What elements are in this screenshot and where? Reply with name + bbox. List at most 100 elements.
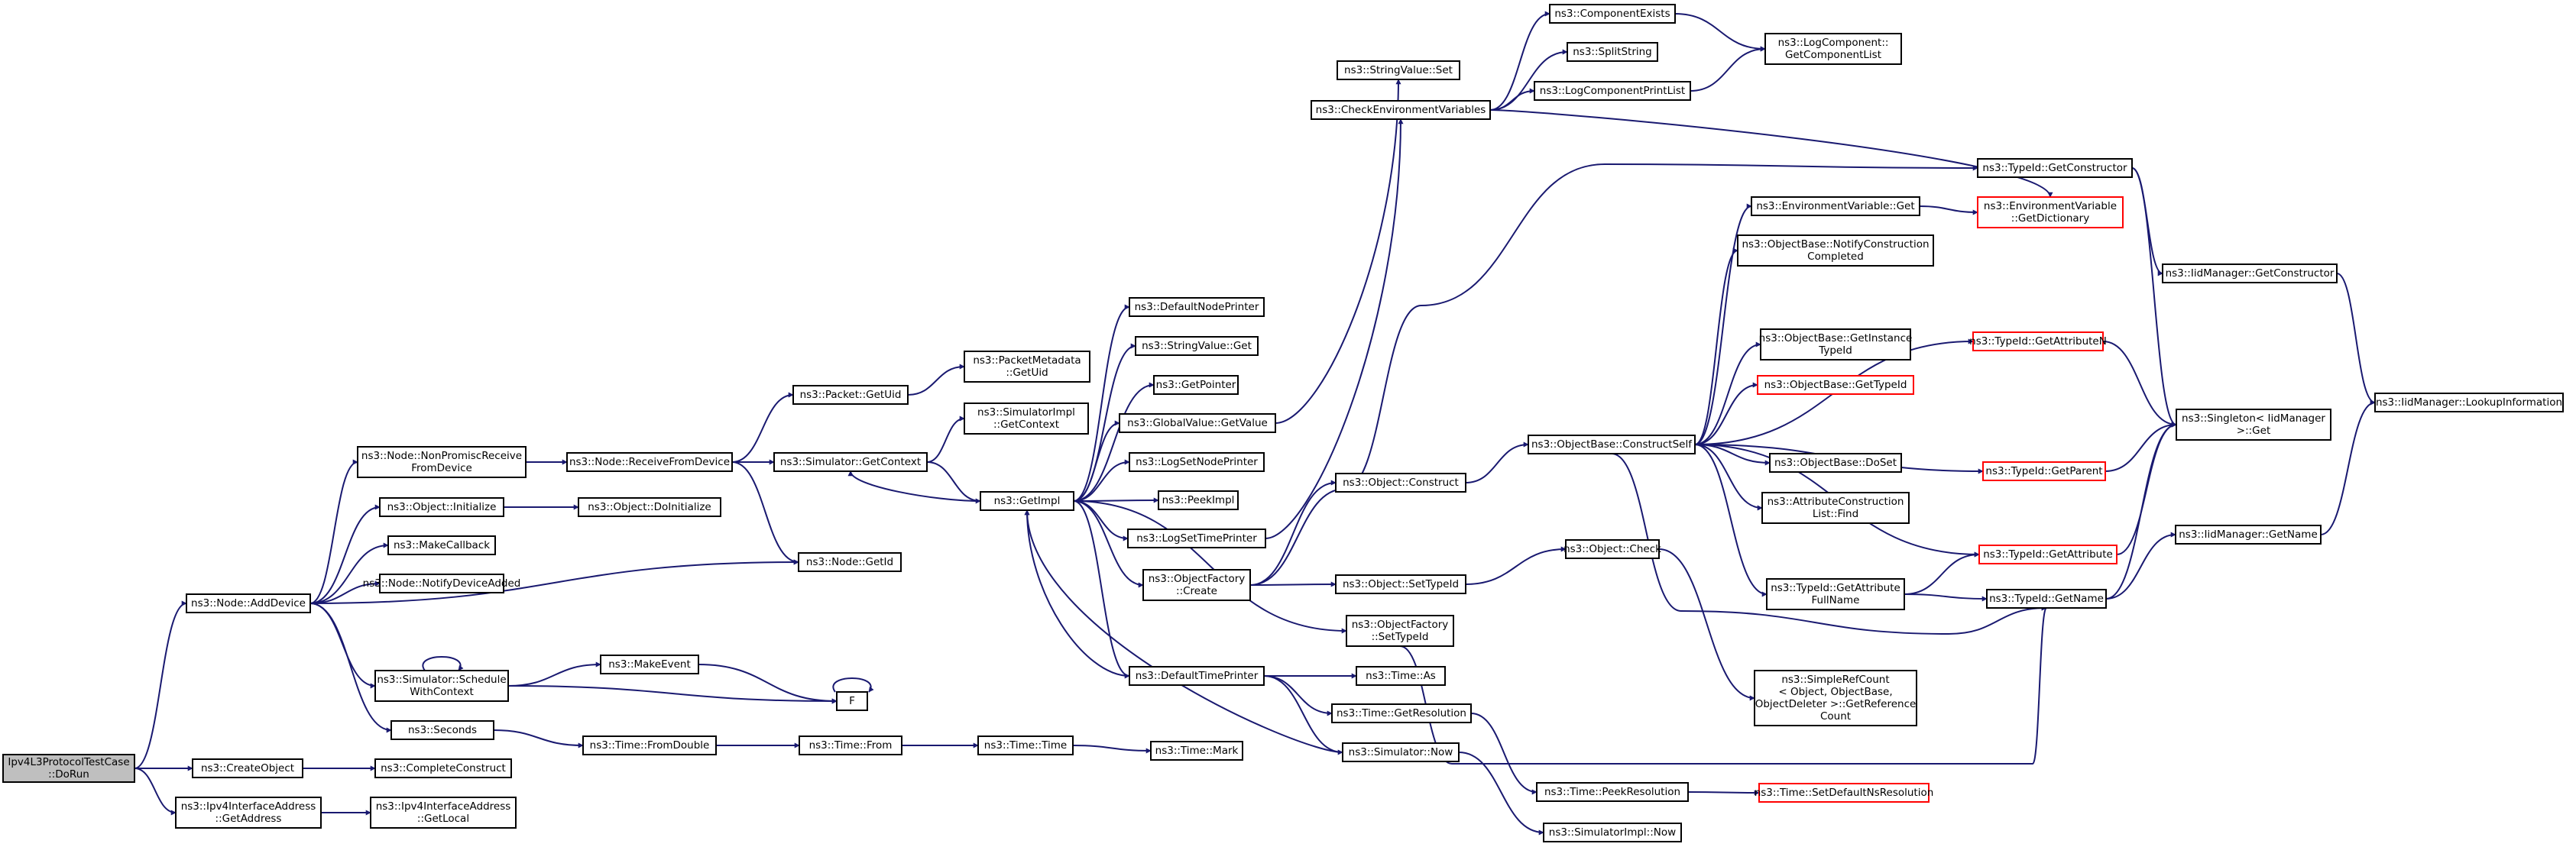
function-node-ofSetTypeId[interactable]: ns3::ObjectFactory::SetTypeId xyxy=(1346,615,1454,647)
node-box xyxy=(1335,473,1466,493)
node-box xyxy=(1342,742,1460,762)
function-node-globalGetValue[interactable]: ns3::GlobalValue::GetValue xyxy=(1119,413,1276,433)
function-node-checkEnvVars[interactable]: ns3::CheckEnvironmentVariables xyxy=(1311,100,1491,120)
function-node-setDefaultNsRes[interactable]: ns3::Time::SetDefaultNsResolution xyxy=(1755,783,1934,803)
function-node-iidGetName[interactable]: ns3::IidManager::GetName xyxy=(2175,525,2322,545)
call-edge-objFactoryCreate-to-objSetTypeId xyxy=(1249,581,1337,587)
function-node-simNow[interactable]: ns3::Simulator::Now xyxy=(1342,742,1460,762)
function-node-simpleRefCount[interactable]: ns3::SimpleRefCount< Object, ObjectBase,… xyxy=(1754,670,1917,726)
call-edge-addDevice-to-seconds xyxy=(309,603,392,733)
node-box xyxy=(390,720,494,740)
node-label-line: ns3::CheckEnvironmentVariables xyxy=(1316,104,1486,116)
function-node-seconds[interactable]: ns3::Seconds xyxy=(390,720,494,740)
function-node-splitString[interactable]: ns3::SplitString xyxy=(1567,42,1658,62)
function-node-simImplNow[interactable]: ns3::SimulatorImpl::Now xyxy=(1543,823,1682,842)
function-node-tidGetConstructor[interactable]: ns3::TypeId::GetConstructor xyxy=(1977,158,2133,178)
call-edge-seconds-to-fromDouble xyxy=(493,729,584,748)
function-node-compExists[interactable]: ns3::ComponentExists xyxy=(1549,4,1676,24)
function-node-logSetTimePrinter[interactable]: ns3::LogSetTimePrinter xyxy=(1127,529,1266,548)
function-node-pmGetUid[interactable]: ns3::PacketMetadata::GetUid xyxy=(964,351,1090,383)
function-node-peekImpl[interactable]: ns3::PeekImpl xyxy=(1158,490,1239,510)
function-node-strValGet[interactable]: ns3::StringValue::Get xyxy=(1135,336,1259,356)
node-label-line: ::GetLocal xyxy=(417,813,469,825)
node-box xyxy=(964,402,1089,435)
node-label-line: ns3::TypeId::GetAttribute xyxy=(1983,548,2113,561)
node-label-line: WithContext xyxy=(410,686,474,698)
function-node-tidGetAttrN[interactable]: ns3::TypeId::GetAttributeN xyxy=(1969,331,2107,351)
function-node-obGetTypeId[interactable]: ns3::ObjectBase::GetTypeId xyxy=(1757,375,1914,395)
function-node-makeCallback[interactable]: ns3::MakeCallback xyxy=(387,535,496,555)
node-box xyxy=(1158,490,1239,510)
function-node-logCompGetList[interactable]: ns3::LogComponent::GetComponentList xyxy=(1764,33,1902,65)
function-node-iidGetConstructor[interactable]: ns3::IidManager::GetConstructor xyxy=(2162,263,2338,283)
node-label-line: ::GetUid xyxy=(1006,367,1048,379)
node-label-line: ::Create xyxy=(1176,585,1217,597)
node-label-line: ns3::MakeEvent xyxy=(608,658,691,671)
node-label-line: GetComponentList xyxy=(1785,49,1881,61)
function-node-ipv4GetLocal[interactable]: ns3::Ipv4InterfaceAddress::GetLocal xyxy=(370,797,517,829)
function-node-logCompPrintList[interactable]: ns3::LogComponentPrintList xyxy=(1534,81,1691,101)
function-node-ipv4GetAddress[interactable]: ns3::Ipv4InterfaceAddress::GetAddress xyxy=(175,797,322,829)
function-node-objCheck[interactable]: ns3::Object::Check xyxy=(1563,539,1661,559)
node-box xyxy=(2,754,135,783)
function-node-strValSet[interactable]: ns3::StringValue::Set xyxy=(1337,60,1460,80)
function-node-timeTime[interactable]: ns3::Time::Time xyxy=(977,735,1074,755)
node-label-line: ns3::Object::Initialize xyxy=(387,501,497,513)
call-edge-envVarGet-to-envVarGetDict xyxy=(1919,205,1978,215)
function-node-envVarGet[interactable]: ns3::EnvironmentVariable::Get xyxy=(1751,196,1920,216)
function-node-objSetTypeId[interactable]: ns3::Object::SetTypeId xyxy=(1335,574,1466,594)
function-node-tidGetName[interactable]: ns3::TypeId::GetName xyxy=(1986,589,2107,609)
function-node-simGetContext[interactable]: ns3::Simulator::GetContext xyxy=(773,452,928,472)
function-node-obDoSet[interactable]: ns3::ObjectBase::DoSet xyxy=(1769,453,1902,473)
function-node-simImplGetCtx[interactable]: ns3::SimulatorImpl::GetContext xyxy=(964,402,1089,435)
function-node-timeMark[interactable]: ns3::Time::Mark xyxy=(1150,741,1243,761)
node-box xyxy=(1346,615,1454,647)
function-node-tidGetParent[interactable]: ns3::TypeId::GetParent xyxy=(1982,461,2106,481)
node-label-line: ns3::Packet::GetUid xyxy=(800,389,902,401)
function-node-makeEvent[interactable]: ns3::MakeEvent xyxy=(600,655,699,674)
function-node-fromDouble[interactable]: ns3::Time::FromDouble xyxy=(582,735,717,755)
function-node-logSetNodePrinter[interactable]: ns3::LogSetNodePrinter xyxy=(1129,452,1265,472)
function-node-timeGetRes[interactable]: ns3::Time::GetResolution xyxy=(1331,703,1472,723)
call-edge-defTimePrinter-to-timeGetRes xyxy=(1263,675,1333,716)
call-edge-tidGetAttrN-to-singletonGet xyxy=(2102,341,2177,428)
function-node-doInitialize[interactable]: ns3::Object::DoInitialize xyxy=(578,497,721,517)
function-node-iidLookup[interactable]: ns3::IidManager::LookupInformation xyxy=(2374,393,2564,412)
call-edge-root-to-ipv4GetAddress xyxy=(134,768,177,816)
function-node-defNodePrinter[interactable]: ns3::DefaultNodePrinter xyxy=(1129,297,1265,317)
function-node-createObject[interactable]: ns3::CreateObject xyxy=(192,758,303,778)
function-node-objInitialize[interactable]: ns3::Object::Initialize xyxy=(379,497,504,517)
node-box xyxy=(1982,461,2106,481)
node-box xyxy=(1754,670,1917,726)
function-node-nodeGetId[interactable]: ns3::Node::GetId xyxy=(798,552,902,572)
function-node-timeFrom[interactable]: ns3::Time::From xyxy=(799,735,902,755)
function-node-getImpl[interactable]: ns3::GetImpl xyxy=(980,491,1074,511)
function-node-getPointer[interactable]: ns3::GetPointer xyxy=(1153,375,1239,395)
function-node-receiveFromDevice[interactable]: ns3::Node::ReceiveFromDevice xyxy=(566,452,733,472)
function-node-completeConstruct[interactable]: ns3::CompleteConstruct xyxy=(374,758,512,778)
function-node-singletonGet[interactable]: ns3::Singleton< IidManager >::Get xyxy=(2176,409,2331,441)
function-node-notifyDeviceAdded[interactable]: ns3::Node::NotifyDeviceAdded xyxy=(363,574,521,593)
function-node-F[interactable]: F xyxy=(836,691,868,711)
function-node-timeAs[interactable]: ns3::Time::As xyxy=(1356,666,1446,686)
function-node-packetGetUid[interactable]: ns3::Packet::GetUid xyxy=(792,385,909,405)
node-label-line: ns3::TypeId::GetAttribute xyxy=(1771,582,1900,594)
function-node-objBaseConstructSelf[interactable]: ns3::ObjectBase::ConstructSelf xyxy=(1528,435,1696,454)
function-node-timePeekRes[interactable]: ns3::Time::PeekResolution xyxy=(1536,782,1689,802)
call-edge-timeGetRes-to-timePeekRes xyxy=(1470,713,1537,795)
node-box xyxy=(1335,574,1466,594)
function-node-defTimePrinter[interactable]: ns3::DefaultTimePrinter xyxy=(1129,666,1265,686)
function-node-notifyConstruction[interactable]: ns3::ObjectBase::NotifyConstructionCompl… xyxy=(1737,234,1934,267)
node-label-line: ns3::Time::As xyxy=(1366,670,1436,682)
function-node-addDevice[interactable]: ns3::Node::AddDevice xyxy=(186,593,311,613)
function-node-objFactoryCreate[interactable]: ns3::ObjectFactory::Create xyxy=(1142,569,1251,601)
function-node-objConstruct[interactable]: ns3::Object::Construct xyxy=(1335,473,1466,493)
node-label-line: ns3::Time::PeekResolution xyxy=(1544,786,1680,798)
function-node-envVarGetDict[interactable]: ns3::EnvironmentVariable::GetDictionary xyxy=(1977,196,2124,228)
function-node-tidGetAttribute[interactable]: ns3::TypeId::GetAttribute xyxy=(1978,545,2118,564)
